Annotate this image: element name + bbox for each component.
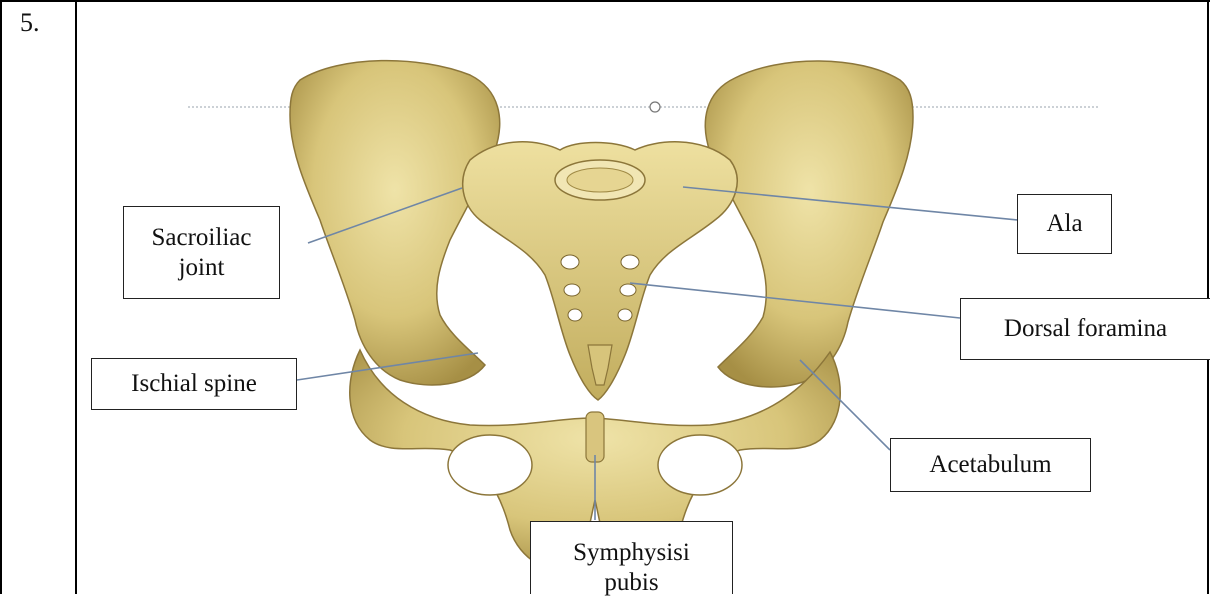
foramen-1r bbox=[621, 255, 639, 269]
right-obturator-foramen bbox=[658, 435, 742, 495]
guide-handle bbox=[650, 102, 660, 112]
label-ala-text: Ala bbox=[1046, 209, 1082, 239]
foramen-1l bbox=[561, 255, 579, 269]
label-sacroiliac-text: Sacroiliac joint bbox=[152, 223, 252, 283]
left-obturator-foramen bbox=[448, 435, 532, 495]
label-ischial-text: Ischial spine bbox=[131, 369, 257, 399]
foramen-3l bbox=[568, 309, 582, 321]
label-symphysis-text: Symphysisi pubis bbox=[573, 538, 690, 598]
label-ala: Ala bbox=[1017, 194, 1112, 254]
sacral-promontory-inner bbox=[567, 168, 633, 192]
label-ischial-spine: Ischial spine bbox=[91, 358, 297, 410]
label-dorsal-foramina: Dorsal foramina bbox=[960, 298, 1210, 360]
foramen-2l bbox=[564, 284, 580, 296]
item-number: 5. bbox=[20, 8, 40, 38]
label-symphysis-pubis: Symphysisi pubis bbox=[530, 521, 733, 594]
label-sacroiliac-joint: Sacroiliac joint bbox=[123, 206, 280, 299]
right-ilium bbox=[705, 61, 913, 387]
label-acetabulum: Acetabulum bbox=[890, 438, 1091, 492]
label-dorsal-text: Dorsal foramina bbox=[1004, 314, 1167, 344]
foramen-3r bbox=[618, 309, 632, 321]
left-ilium bbox=[290, 61, 500, 385]
symphysis-disc bbox=[586, 412, 604, 462]
foramen-2r bbox=[620, 284, 636, 296]
label-acetabulum-text: Acetabulum bbox=[929, 450, 1051, 480]
